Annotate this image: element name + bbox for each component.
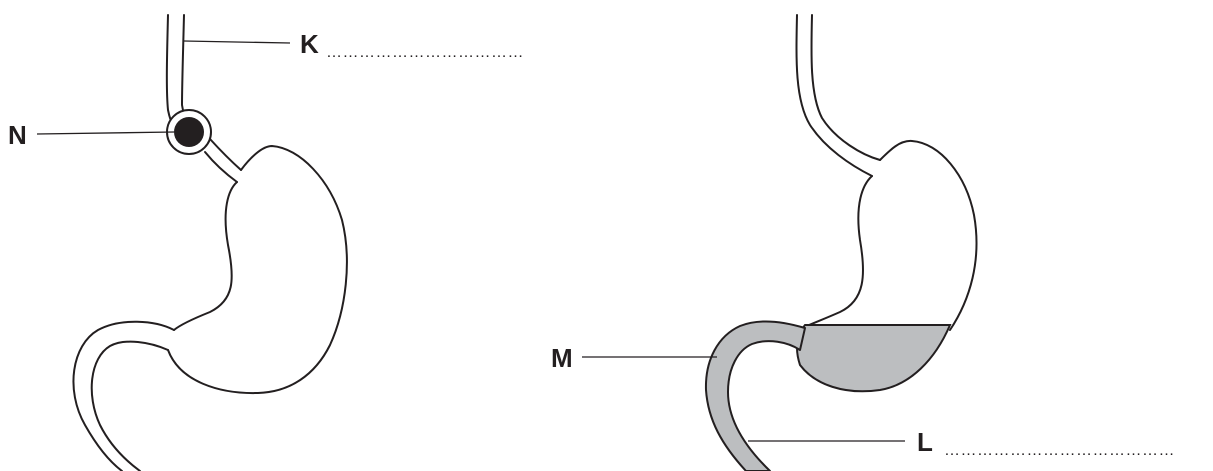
label-m: M: [551, 343, 573, 373]
left-oesophagus: [167, 15, 241, 182]
label-k: K: [300, 29, 319, 59]
answer-line-l: ……………………………………: [944, 442, 1175, 459]
label-l: L: [917, 427, 933, 457]
answer-line-k: ………………………………: [326, 44, 524, 61]
right-duodenum-shaded: [706, 322, 805, 471]
left-stomach-body: [168, 146, 347, 393]
leader-line-k: [184, 41, 290, 43]
right-stomach-diagram: [706, 15, 977, 471]
label-n: N: [8, 120, 27, 150]
right-stomach-body: [798, 141, 977, 330]
stomach-contents-shaded: [797, 325, 950, 391]
leader-line-n: [37, 132, 174, 134]
left-duodenum: [73, 322, 174, 471]
left-stomach-diagram: [73, 15, 346, 471]
right-oesophagus: [797, 15, 881, 176]
